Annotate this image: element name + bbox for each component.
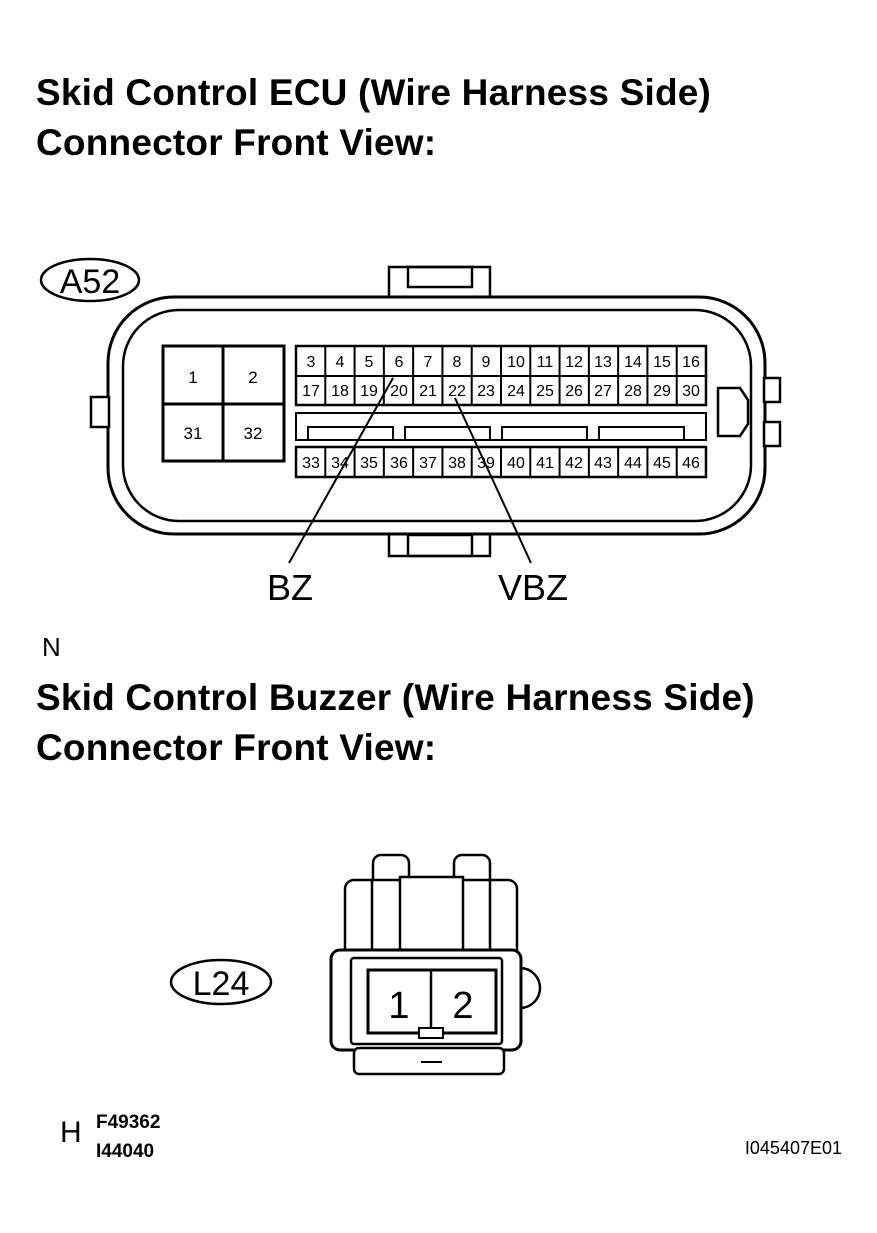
pin-label: 32: [244, 424, 263, 443]
note-h: H: [60, 1116, 82, 1149]
pin-label: 44: [624, 455, 642, 472]
ecu-title-line1: Skid Control ECU (Wire Harness Side): [36, 72, 712, 113]
buzzer-connector-label: L24: [169, 958, 273, 1006]
vbz-leader-line: [454, 397, 532, 564]
pin-label: 12: [565, 354, 583, 371]
pin-label: 10: [507, 354, 525, 371]
pin-label: 7: [424, 354, 433, 371]
pin-label: 40: [507, 455, 525, 472]
pin-label: 5: [365, 354, 374, 371]
pin-label: 26: [565, 383, 583, 400]
pin-label: 30: [682, 383, 700, 400]
reference-code-2: I44040: [96, 1141, 154, 1162]
ecu-connector-title: Skid Control ECU (Wire Harness Side) Con…: [36, 68, 711, 168]
pin-label: 14: [624, 354, 642, 371]
figure-id: I045407E01: [745, 1138, 842, 1158]
pin-label: 4: [336, 354, 345, 371]
pin-label: 3: [307, 354, 316, 371]
note-n: N: [42, 632, 61, 662]
pin-label: 25: [536, 383, 554, 400]
callout-vbz: VBZ: [498, 567, 568, 608]
pin-label: 19: [360, 383, 378, 400]
pin-label: 2: [248, 368, 257, 387]
ecu-connector: [89, 265, 782, 558]
ecu-title-line2: Connector Front View:: [36, 122, 437, 163]
buzzer-connector-title: Skid Control Buzzer (Wire Harness Side) …: [36, 673, 755, 773]
ecu-pin-row-2: 17 18 19 20 21 22 23 24 25 26 27 28 29 3…: [302, 383, 700, 400]
pin-label: 42: [565, 455, 583, 472]
pin-label: 34: [331, 455, 349, 472]
pin-label: 11: [537, 354, 554, 371]
ecu-connector-label: A52: [39, 257, 141, 303]
buzzer-connector-id: L24: [193, 965, 250, 1003]
ecu-connector-id: A52: [60, 263, 121, 301]
pin-label: 9: [482, 354, 491, 371]
pin-label: 36: [390, 455, 408, 472]
ecu-pin-row-3: 33 34 35 36 37 38 39 40 41 42 43 44 45 4…: [302, 455, 700, 472]
pin-label: 41: [536, 455, 554, 472]
pin-label: 8: [453, 354, 462, 371]
pin-label: 13: [594, 354, 612, 371]
pin-label: 45: [653, 455, 671, 472]
pin-label: 31: [184, 424, 203, 443]
buzzer-pin-label: 2: [452, 985, 473, 1027]
pin-label: 24: [507, 383, 525, 400]
buzzer-side-bump: [519, 966, 542, 1010]
pin-label: 16: [682, 354, 700, 371]
pin-label: 23: [477, 383, 495, 400]
pin-label: 37: [419, 455, 437, 472]
pin-label: 21: [419, 383, 437, 400]
ecu-top-latch-inner: [406, 265, 474, 289]
ecu-right-tab-upper: [762, 376, 782, 404]
pin-label: 46: [682, 455, 700, 472]
pin-label: 15: [653, 354, 671, 371]
buzzer-connector: [329, 853, 542, 1076]
buzzer-title-line1: Skid Control Buzzer (Wire Harness Side): [36, 677, 755, 718]
pin-label: 20: [390, 383, 408, 400]
pin-label: 33: [302, 455, 320, 472]
pin-label: 35: [360, 455, 378, 472]
pin-label: 6: [395, 354, 404, 371]
ecu-pin-cells: [296, 346, 706, 477]
pin-label: 38: [448, 455, 466, 472]
ecu-body-inner: [121, 308, 753, 523]
pin-label: 22: [448, 383, 466, 400]
ecu-pin-row-1: 3 4 5 6 7 8 9 10 11 12 13 14 15 16: [307, 354, 700, 371]
pin-label: 18: [331, 383, 349, 400]
ecu-right-tab-lower: [762, 420, 782, 448]
bz-leader-line: [288, 377, 394, 564]
pin-label: 29: [653, 383, 671, 400]
ecu-top-latch: [387, 265, 492, 300]
buzzer-body-inner: [349, 956, 504, 1046]
buzzer-pin-label: 1: [388, 985, 409, 1027]
pin-label: 1: [188, 368, 197, 387]
pin-label: 17: [302, 383, 320, 400]
pin-label: 27: [594, 383, 612, 400]
pin-label: 28: [624, 383, 642, 400]
ecu-right-key: [716, 386, 750, 438]
pin-label: 43: [594, 455, 612, 472]
buzzer-title-line2: Connector Front View:: [36, 727, 437, 768]
reference-code-1: F49362: [96, 1112, 160, 1133]
ecu-left-tab: [89, 395, 111, 429]
ecu-body-outer: [106, 295, 767, 536]
callout-bz: BZ: [267, 567, 313, 608]
